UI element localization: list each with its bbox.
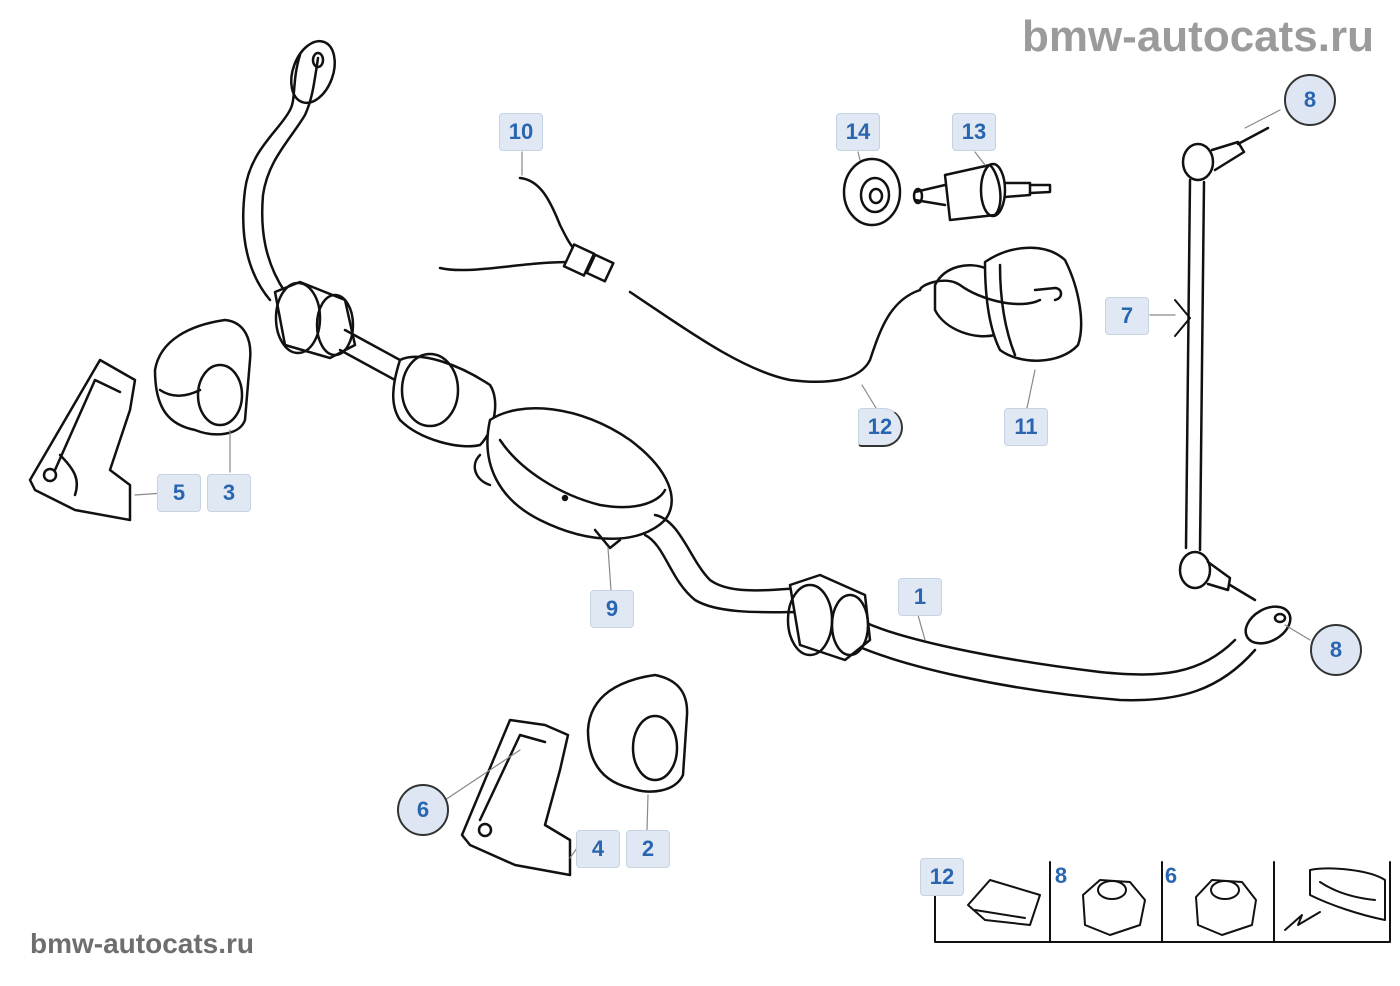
callout-3[interactable]: 3 [207, 474, 251, 512]
link-rod [1174, 126, 1270, 602]
stabilizer-bar-right [643, 513, 1292, 702]
callout-14[interactable]: 14 [836, 113, 880, 151]
sensor-cable [438, 176, 922, 384]
rubber-bearing-lower [586, 673, 689, 793]
rubber-bearing-left [153, 318, 252, 436]
actuator-motor [473, 407, 673, 550]
callout-11[interactable]: 11 [1004, 408, 1048, 446]
sensor-housing [918, 246, 1083, 362]
callout-8-top[interactable]: 8 [1284, 74, 1336, 126]
bar-mount-left [273, 280, 357, 360]
inset-panel [934, 861, 1391, 943]
inset-callout-6[interactable]: 6 [1164, 863, 1178, 888]
bracket-left [28, 358, 137, 522]
nut-icon-a [1082, 879, 1146, 936]
callout-2[interactable]: 2 [626, 830, 670, 868]
callout-9[interactable]: 9 [590, 590, 634, 628]
inset-callout-8[interactable]: 8 [1054, 863, 1068, 888]
callout-7[interactable]: 7 [1105, 297, 1149, 335]
callout-4[interactable]: 4 [576, 830, 620, 868]
grommet [842, 157, 902, 227]
bar-mount-right [786, 573, 872, 662]
callout-8-bottom[interactable]: 8 [1310, 624, 1362, 676]
stabilizer-bar-left-arm [242, 39, 336, 302]
callout-13[interactable]: 13 [952, 113, 996, 151]
callout-12[interactable]: 12 [858, 408, 903, 447]
inset-callout-12[interactable]: 12 [920, 858, 964, 896]
callout-10[interactable]: 10 [499, 113, 543, 151]
stabilizer-bar-middle [338, 328, 497, 448]
callout-1[interactable]: 1 [898, 578, 942, 616]
callout-5[interactable]: 5 [157, 474, 201, 512]
bracket-lower [460, 718, 572, 877]
watermark-top: bmw-autocats.ru [1021, 12, 1374, 61]
nut-icon-b [1195, 879, 1257, 936]
leader-lines [134, 109, 1311, 859]
filter-element [912, 162, 1052, 222]
watermark-bottom: bmw-autocats.ru [30, 928, 255, 959]
clip-icon [967, 879, 1041, 926]
callout-6[interactable]: 6 [397, 784, 449, 836]
direction-arrow-icon [1284, 911, 1321, 931]
